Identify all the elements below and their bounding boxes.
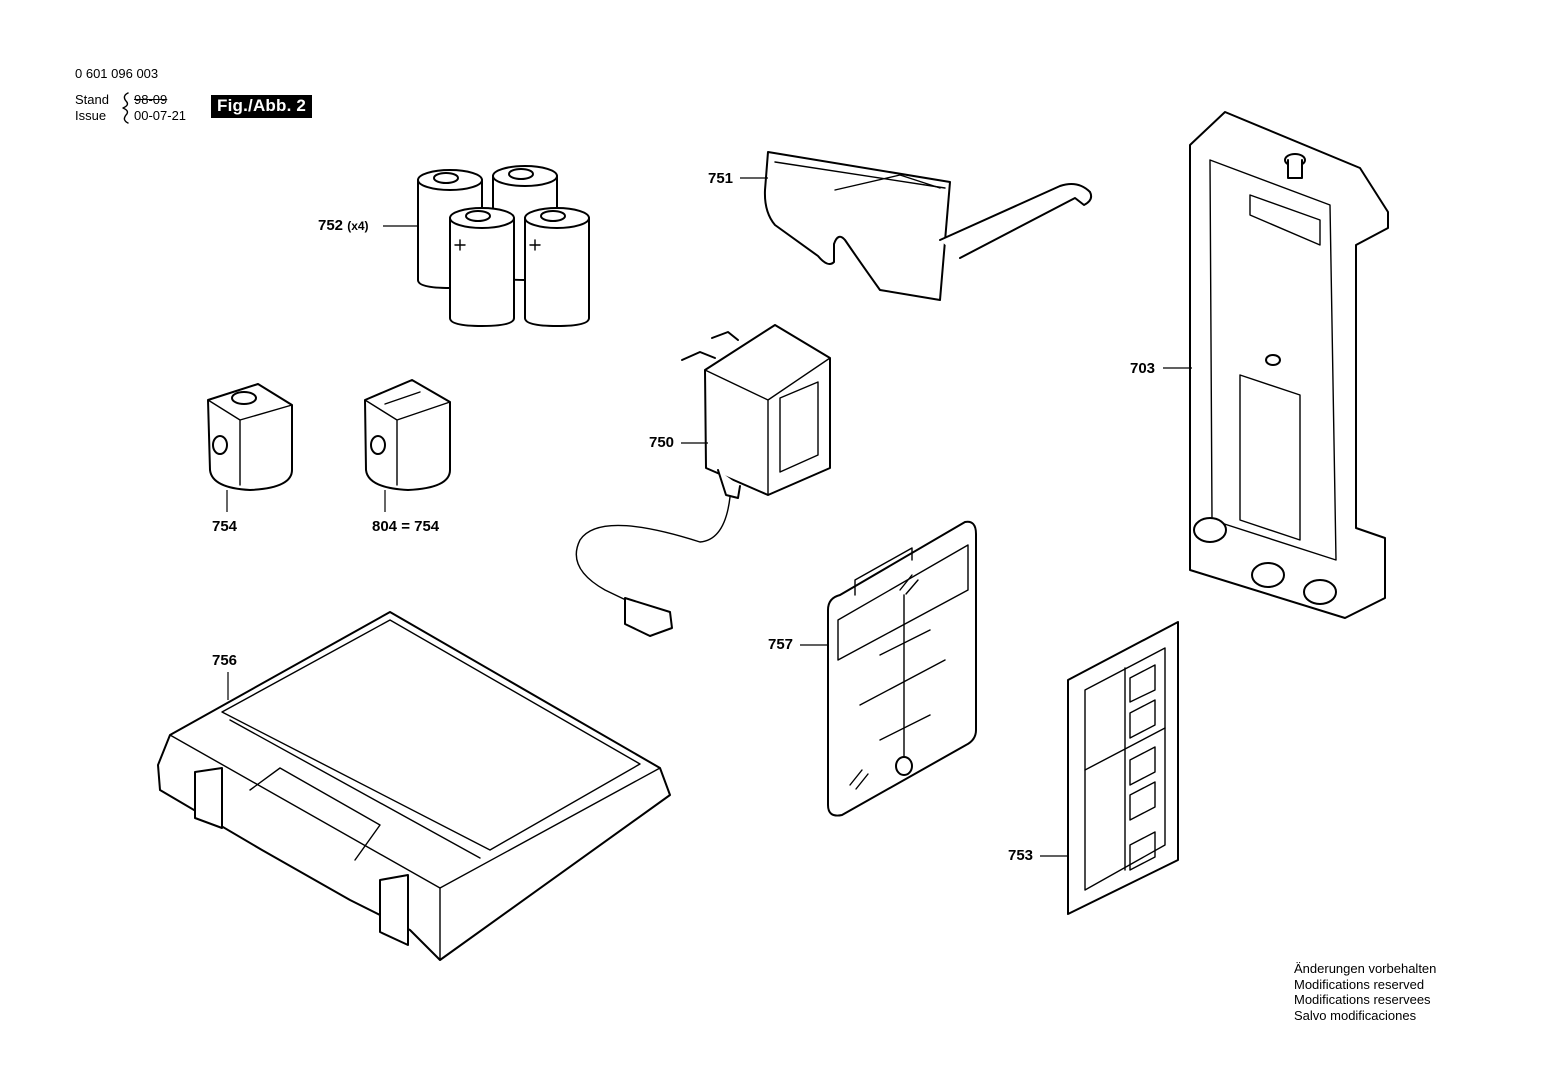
part-label-753: 753: [1008, 847, 1034, 864]
part-label-756: 756: [212, 652, 238, 669]
notice-line-es: Salvo modificaciones: [1294, 1007, 1417, 1023]
issue-date: 00-07-21: [134, 108, 187, 123]
safety-glasses-drawing: [763, 151, 1093, 301]
battery-set-drawing: [417, 165, 590, 327]
header-brace: [122, 92, 129, 124]
carry-case-drawing: [157, 611, 671, 961]
part-label-752: 752 (x4): [318, 217, 369, 234]
modifications-notice: Änderungen vorbehalten Modifications res…: [1294, 961, 1436, 1023]
stand-label: Stand: [75, 92, 109, 107]
part-label-754: 754: [212, 518, 238, 535]
issue-label: Issue: [75, 108, 107, 123]
figure-badge: Fig./Abb. 2: [211, 95, 313, 118]
notice-line-en: Modifications reserved: [1294, 976, 1425, 992]
part-label-804: 804 = 754: [372, 518, 440, 535]
part-label-751: 751: [708, 170, 734, 187]
measuring-plate-drawing: [1067, 621, 1179, 915]
stand-date: 98-09: [134, 92, 168, 107]
battery-icon: [449, 207, 515, 327]
charger-drawing: [575, 324, 831, 637]
part-label-757: 757: [768, 636, 794, 653]
notice-line-fr: Modifications reservees: [1294, 992, 1431, 1007]
target-plate-drawing: [827, 520, 977, 817]
adapter-804-drawing: [364, 379, 451, 491]
part-number: 0 601 096 003: [75, 66, 159, 81]
part-label-703: 703: [1130, 360, 1156, 377]
adapter-754-drawing: [207, 383, 293, 491]
part-752-quantity: (x4): [347, 219, 369, 233]
wall-mount-drawing: [1189, 111, 1389, 619]
notice-line-de: Änderungen vorbehalten: [1294, 961, 1437, 976]
battery-icon: [524, 207, 590, 327]
part-label-750: 750: [649, 434, 675, 451]
